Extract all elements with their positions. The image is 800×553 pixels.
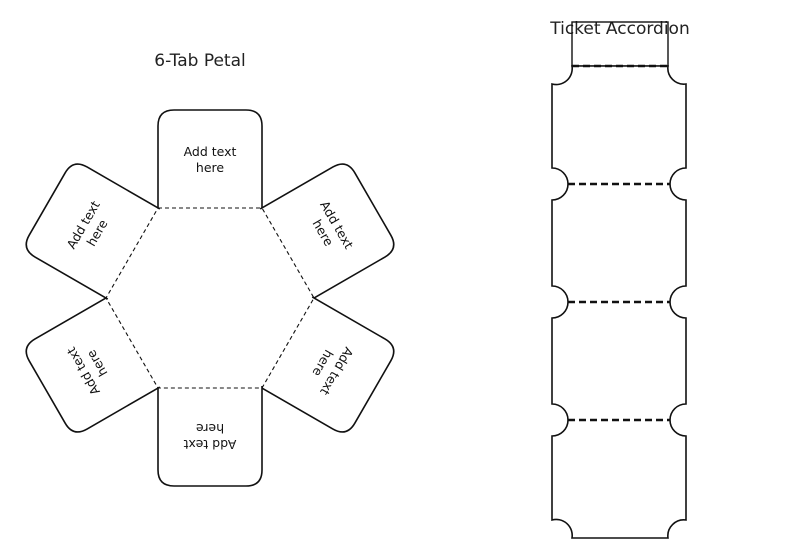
petal-title: 6-Tab Petal [154, 51, 245, 71]
petal-template: 6-Tab Petal Add text here Add text here … [25, 51, 395, 487]
tab-label-line2: here [196, 421, 224, 436]
petal-tab-upper-left: Add text here [25, 163, 161, 300]
petal-center-hexagon [105, 207, 315, 389]
petal-tab-upper-right: Add text here [259, 163, 395, 300]
tab-label-line1: Add text [183, 437, 236, 452]
petal-tab-lower-left: Add text here [25, 296, 161, 433]
petal-tab-bottom: Add text here [157, 386, 263, 487]
tab-outline [157, 386, 263, 487]
tab-label-line2: here [196, 160, 224, 175]
tab-outline [25, 296, 161, 433]
ticket-title: Ticket Accordion [549, 19, 690, 39]
tab-outline [25, 163, 161, 300]
petal-tab-top: Add text here [157, 109, 263, 210]
ticket-accordion-template: Ticket Accordion [549, 19, 690, 539]
tab-outline [259, 296, 395, 433]
petal-tab-lower-right: Add text here [259, 296, 395, 433]
tab-label-line1: Add text [184, 144, 237, 159]
tab-outline [157, 109, 263, 210]
tab-outline [259, 163, 395, 300]
